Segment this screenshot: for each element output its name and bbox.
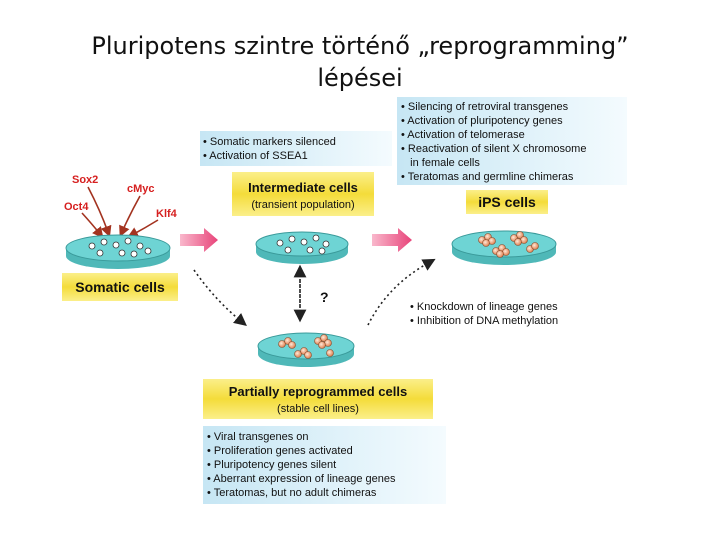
to-ips-notes: • Knockdown of lineage genes • Inhibitio… — [410, 301, 561, 327]
partial-notes-box: • Viral transgenes on • Proliferation ge… — [203, 426, 446, 504]
intermediate-to-ips-arrow — [372, 228, 412, 252]
partial-label: Partially reprogrammed cells — [229, 384, 407, 399]
to-ips-note-1: • Knockdown of lineage genes — [410, 301, 558, 313]
ips-note-1: • Silencing of retroviral transgenes — [401, 101, 569, 113]
intermediate-label: Intermediate cells — [248, 180, 358, 195]
intermediate-notes: • Somatic markers silenced • Activation … — [203, 136, 339, 162]
ips-note-3: • Activation of telomerase — [401, 129, 525, 141]
ips-note-5: in female cells — [401, 157, 480, 169]
slide-title-line2: lépései — [317, 64, 403, 92]
ips-dish — [451, 230, 557, 265]
question-mark: ? — [320, 289, 329, 305]
somatic-label: Somatic cells — [75, 279, 165, 295]
klf4-arrow — [127, 219, 159, 238]
somatic-cells — [88, 237, 152, 258]
oct4-arrow — [81, 212, 104, 239]
partial-colonies — [278, 334, 334, 359]
intermediate-note-2: • Activation of SSEA1 — [203, 150, 308, 162]
ips-note-4: • Reactivation of silent X chromosome — [401, 143, 586, 155]
intermediate-note-1: • Somatic markers silenced — [203, 136, 336, 148]
partial-dish — [257, 332, 355, 367]
intermediate-cells — [276, 234, 330, 255]
partial-to-ips-arrow — [367, 258, 436, 326]
partial-note-3: • Pluripotency genes silent — [207, 459, 336, 471]
ips-note-6: • Teratomas and germline chimeras — [401, 171, 574, 183]
somatic-to-partial-arrow — [193, 269, 247, 327]
factor-cmyc: cMyc — [127, 183, 155, 195]
intermediate-dish — [255, 231, 349, 264]
partial-sublabel: (stable cell lines) — [277, 403, 359, 415]
ips-label-bar: iPS cells — [466, 190, 548, 214]
somatic-label-bar: Somatic cells — [62, 273, 178, 301]
ips-colonies — [478, 231, 539, 258]
factor-sox2: Sox2 — [72, 174, 98, 186]
intermediate-sublabel: (transient population) — [251, 199, 354, 211]
partial-note-5: • Teratomas, but no adult chimeras — [207, 487, 377, 499]
partial-notes: • Viral transgenes on • Proliferation ge… — [207, 431, 399, 499]
slide-title-line1: Pluripotens szintre történő „reprogrammi… — [91, 32, 629, 60]
somatic-dish — [65, 234, 171, 269]
ips-note-2: • Activation of pluripotency genes — [401, 115, 563, 127]
partial-note-2: • Proliferation genes activated — [207, 445, 353, 457]
partial-note-4: • Aberrant expression of lineage genes — [207, 473, 396, 485]
factor-klf4: Klf4 — [156, 208, 178, 220]
sox2-arrow — [87, 186, 112, 238]
cmyc-arrow — [119, 195, 141, 238]
to-ips-note-2: • Inhibition of DNA methylation — [410, 315, 558, 327]
intermediate-notes-box: • Somatic markers silenced • Activation … — [200, 131, 392, 166]
factor-oct4: Oct4 — [64, 201, 89, 213]
ips-label: iPS cells — [478, 194, 536, 210]
somatic-to-intermediate-arrow — [180, 228, 218, 252]
factor-arrows — [81, 186, 159, 239]
intermediate-label-bar: Intermediate cells (transient population… — [232, 172, 374, 216]
ips-notes-box: • Silencing of retroviral transgenes • A… — [397, 97, 627, 185]
partial-label-bar: Partially reprogrammed cells (stable cel… — [203, 379, 433, 419]
ips-notes: • Silencing of retroviral transgenes • A… — [401, 101, 590, 183]
partial-note-1: • Viral transgenes on — [207, 431, 309, 443]
